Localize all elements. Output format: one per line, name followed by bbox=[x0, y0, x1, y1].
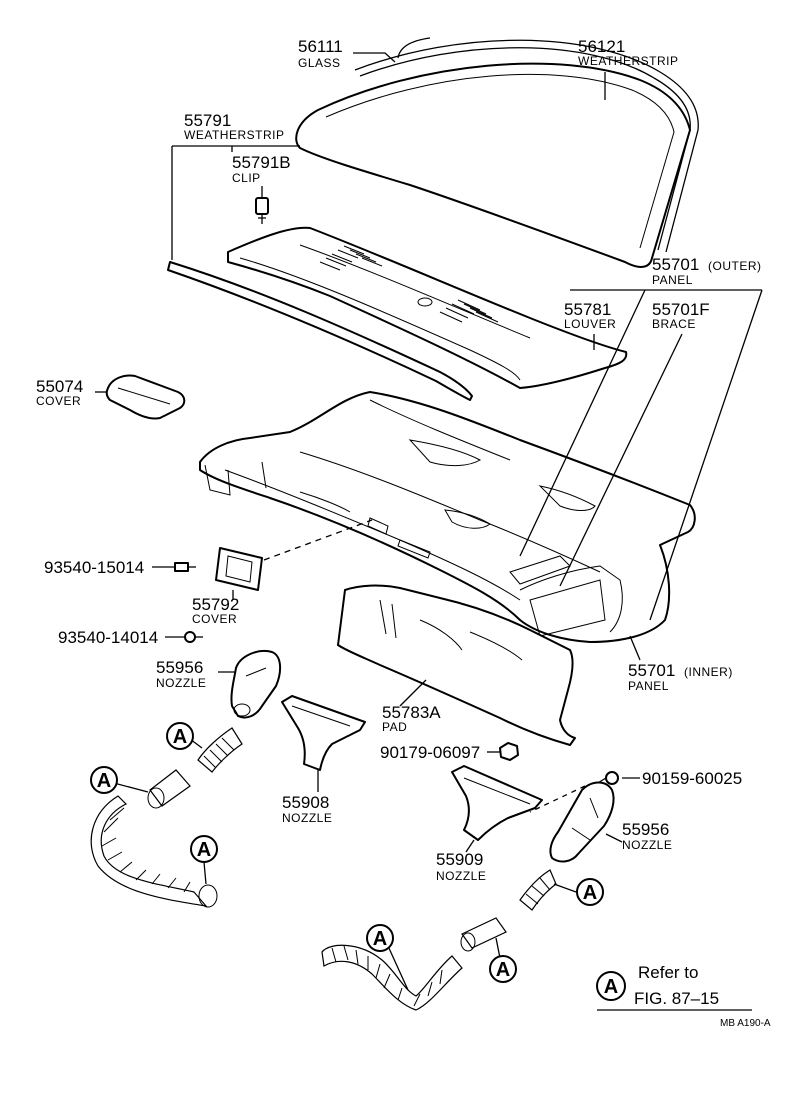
refer-note-line2: FIG. 87–15 bbox=[634, 989, 719, 1008]
svg-text:A: A bbox=[173, 726, 187, 748]
ref-marker-a: A bbox=[489, 955, 517, 983]
callout-55701-outer: 55701 (OUTER) PANEL bbox=[652, 255, 762, 287]
windshield-weatherstrip bbox=[354, 37, 699, 253]
part-number: 55956 bbox=[156, 658, 203, 677]
ref-marker-a: A bbox=[190, 835, 218, 863]
windshield-glass bbox=[295, 62, 691, 268]
part-qualifier: (INNER) bbox=[684, 665, 733, 679]
cowl-louver bbox=[227, 226, 628, 389]
refer-note: A Refer to FIG. 87–15 bbox=[596, 963, 719, 1008]
leader-lines bbox=[95, 52, 763, 1011]
refer-note-line1: Refer to bbox=[638, 963, 698, 982]
callout-55074: 55074 COVER bbox=[36, 377, 83, 408]
dashed-leader bbox=[529, 785, 586, 813]
part-number: 93540-14014 bbox=[58, 628, 158, 647]
part-name: LOUVER bbox=[564, 317, 616, 331]
callout-55791: 55791 WEATHERSTRIP bbox=[184, 111, 284, 142]
part-number: 55074 bbox=[36, 377, 83, 396]
svg-text:A: A bbox=[197, 839, 211, 861]
ref-marker-a: A bbox=[366, 924, 394, 952]
hose-right-upper bbox=[519, 869, 557, 911]
part-number: 55792 bbox=[192, 595, 239, 614]
callout-55783A: 55783A PAD bbox=[382, 703, 441, 734]
part-number: 55956 bbox=[622, 820, 669, 839]
part-number: 55701 bbox=[652, 255, 699, 274]
part-name: PAD bbox=[382, 720, 407, 734]
part-name: NOZZLE bbox=[622, 838, 672, 852]
part-number: 56121 bbox=[578, 37, 625, 56]
cover-55792-part bbox=[215, 547, 263, 591]
hose-left-long bbox=[90, 795, 218, 908]
callout-55781: 55781 LOUVER bbox=[564, 300, 616, 331]
part-name: PANEL bbox=[628, 679, 669, 693]
hose-left-joint bbox=[147, 769, 191, 809]
part-number: 93540-15014 bbox=[44, 558, 144, 577]
ref-marker-a: A bbox=[90, 766, 118, 794]
callout-55956-right: 55956 NOZZLE bbox=[622, 820, 672, 852]
callout-56121: 56121 WEATHERSTRIP bbox=[578, 37, 678, 68]
screw-93540-15014 bbox=[174, 562, 196, 572]
part-name: GLASS bbox=[298, 56, 341, 70]
part-number: 55908 bbox=[282, 793, 329, 812]
callout-90159-60025: 90159-60025 bbox=[642, 769, 742, 788]
svg-text:A: A bbox=[496, 959, 510, 981]
part-number: 55791B bbox=[232, 153, 291, 172]
part-name: NOZZLE bbox=[282, 811, 332, 825]
callout-55792: 55792 COVER bbox=[192, 595, 239, 626]
svg-text:A: A bbox=[97, 770, 111, 792]
part-name: COVER bbox=[192, 612, 237, 626]
dashed-leader bbox=[263, 519, 373, 561]
svg-text:A: A bbox=[373, 928, 387, 950]
part-name: BRACE bbox=[652, 317, 696, 331]
nut-90179-06097 bbox=[499, 742, 519, 761]
part-number: 55909 bbox=[436, 850, 483, 869]
callout-55908: 55908 NOZZLE bbox=[282, 793, 332, 825]
hose-right-joint bbox=[460, 917, 507, 952]
nozzle-55909-part bbox=[451, 765, 543, 841]
figure-code: MB A190-A bbox=[720, 1018, 771, 1029]
cowl-panel bbox=[199, 391, 696, 643]
nozzle-55956-right-part bbox=[549, 781, 615, 863]
part-name: PANEL bbox=[652, 273, 693, 287]
clip-part bbox=[255, 197, 269, 224]
hose-left-upper bbox=[197, 727, 243, 773]
part-name: NOZZLE bbox=[156, 676, 206, 690]
svg-text:A: A bbox=[583, 882, 597, 904]
part-number: 55791 bbox=[184, 111, 231, 130]
ref-marker-a: A bbox=[604, 976, 618, 998]
callout-55909: 55909 NOZZLE bbox=[436, 850, 486, 883]
louver-vents bbox=[319, 245, 499, 323]
part-name: NOZZLE bbox=[436, 869, 486, 883]
part-number: 55781 bbox=[564, 300, 611, 319]
callout-55791B: 55791B CLIP bbox=[232, 153, 291, 185]
callout-55701F: 55701F BRACE bbox=[652, 300, 710, 331]
ref-marker-a: A bbox=[166, 722, 194, 750]
part-number: 90159-60025 bbox=[642, 769, 742, 788]
cover-55074-part bbox=[105, 374, 186, 420]
part-number: 56111 bbox=[298, 37, 343, 56]
part-name: COVER bbox=[36, 394, 81, 408]
nozzle-55956-left-part bbox=[230, 650, 282, 719]
part-number: 55783A bbox=[382, 703, 441, 722]
callout-93540-15014: 93540-15014 bbox=[44, 558, 144, 577]
part-qualifier: (OUTER) bbox=[708, 259, 762, 273]
ref-marker-a: A bbox=[576, 878, 604, 906]
pad-part bbox=[337, 584, 576, 746]
callout-90179-06097: 90179-06097 bbox=[380, 743, 480, 762]
part-number: 55701F bbox=[652, 300, 710, 319]
part-name: WEATHERSTRIP bbox=[184, 128, 284, 142]
hose-right-long bbox=[321, 944, 463, 1011]
callout-93540-14014: 93540-14014 bbox=[58, 628, 158, 647]
cowl-weatherstrip bbox=[167, 261, 473, 401]
screw-93540-14014 bbox=[184, 631, 203, 643]
callout-55956-left: 55956 NOZZLE bbox=[156, 658, 206, 690]
part-number: 55701 bbox=[628, 661, 675, 680]
part-number: 90179-06097 bbox=[380, 743, 480, 762]
callout-56111: 56111 GLASS bbox=[298, 37, 343, 70]
nozzle-55908-part bbox=[281, 695, 366, 771]
part-name: WEATHERSTRIP bbox=[578, 54, 678, 68]
callout-55701-inner: 55701 (INNER) PANEL bbox=[628, 661, 733, 693]
part-name: CLIP bbox=[232, 171, 261, 185]
